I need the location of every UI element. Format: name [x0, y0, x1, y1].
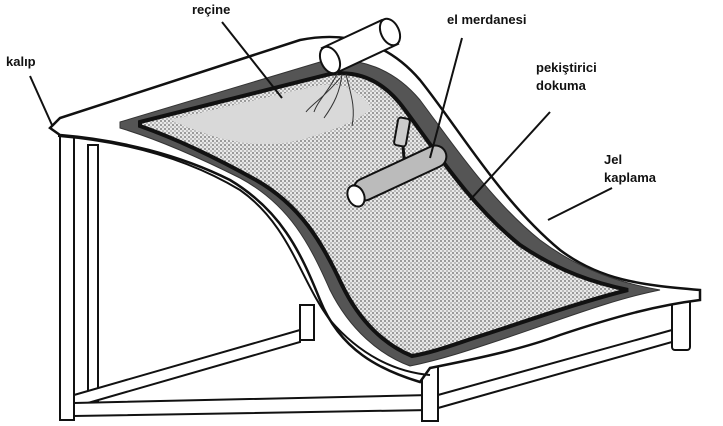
- mold-front-edge: [57, 135, 431, 376]
- table-stand: [59, 129, 691, 422]
- leader-line-roller: [429, 37, 463, 159]
- leader-lines: [29, 21, 613, 221]
- resin-drips: [305, 71, 354, 127]
- label-gel-coat-line1: Jel: [604, 152, 622, 167]
- leader-line-mold: [29, 75, 53, 126]
- leader-line-resin: [221, 21, 283, 99]
- table-leg-middle: [299, 304, 315, 341]
- resin-container-icon: [318, 17, 402, 75]
- table-crossbar-front: [73, 393, 431, 418]
- leader-line-gelcoat: [547, 187, 613, 221]
- label-hand-roller: el merdanesi: [447, 12, 527, 27]
- table-crossbar-left: [73, 328, 301, 409]
- table-leg-front-left: [59, 129, 75, 421]
- label-reinforcing-fabric-line1: pekiştirici: [536, 60, 597, 75]
- label-reinforcing-fabric-line2: dokuma: [536, 78, 587, 93]
- table-crossbar-right: [437, 328, 673, 410]
- label-gel-coat-line2: kaplama: [604, 170, 657, 185]
- leader-line-fabric: [469, 111, 551, 201]
- label-mold: kalıp: [6, 54, 36, 69]
- label-resin: reçine: [192, 2, 230, 17]
- table-leg-back-right: [671, 297, 691, 351]
- table-leg-back-left: [87, 144, 99, 416]
- hand-roller-icon: [346, 116, 448, 208]
